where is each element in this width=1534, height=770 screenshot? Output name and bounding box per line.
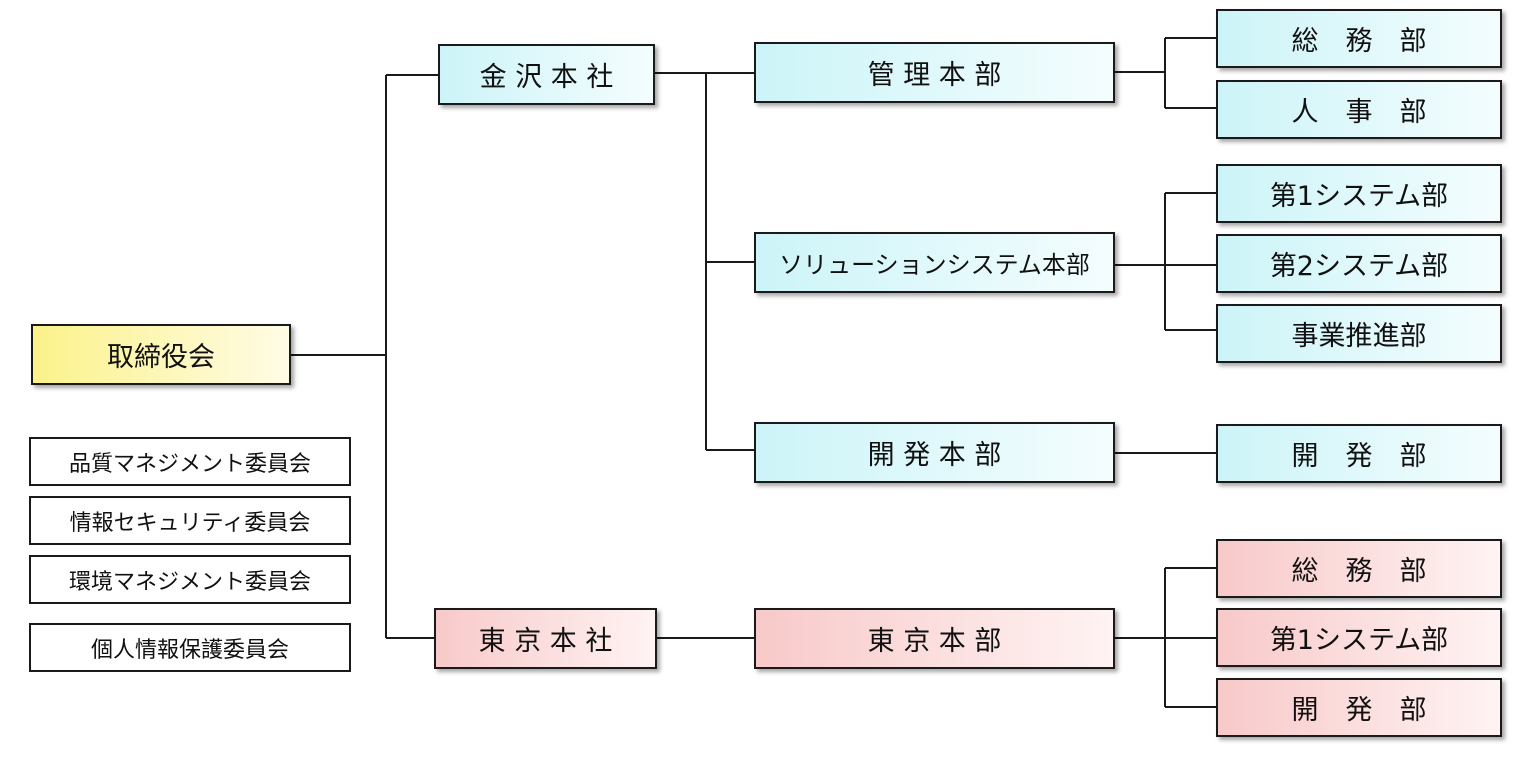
division-label: ソリューションシステム本部 [779,251,1090,279]
committee-box: 環境マネジメント委員会 [29,555,351,604]
department-box: 総 務 部 [1216,9,1502,68]
committee-label: 情報セキュリティ委員会 [69,510,311,536]
division-label: 東 京 本 部 [867,626,1002,657]
solution-division-box: ソリューションシステム本部 [754,232,1115,293]
department-label: 第2システム部 [1269,251,1449,282]
department-box: 総 務 部 [1216,539,1502,598]
department-label: 開 発 部 [1291,441,1427,472]
department-label: 第1システム部 [1269,625,1449,656]
department-label: 総 務 部 [1291,26,1427,57]
kanazawa-hq-box: 金 沢 本 社 [438,44,655,105]
kanazawa-hq-label: 金 沢 本 社 [479,62,614,93]
committee-box: 個人情報保護委員会 [29,623,351,672]
department-label: 総 務 部 [1291,556,1427,587]
committee-label: 環境マネジメント委員会 [68,569,311,595]
board-of-directors-box: 取締役会 [31,324,291,385]
tokyo-division-box: 東 京 本 部 [754,608,1115,669]
department-box: 事業推進部 [1216,304,1502,363]
department-box: 開 発 部 [1216,424,1502,483]
tokyo-hq-label: 東 京 本 社 [478,626,613,657]
department-label: 第1システム部 [1269,181,1449,212]
department-label: 事業推進部 [1291,321,1427,352]
department-label: 開 発 部 [1291,695,1427,726]
tokyo-hq-box: 東 京 本 社 [434,608,657,669]
department-box: 第2システム部 [1216,234,1502,293]
board-label: 取締役会 [107,342,215,373]
department-label: 人 事 部 [1291,97,1427,128]
committee-label: 品質マネジメント委員会 [68,451,311,477]
department-box: 第1システム部 [1216,608,1502,667]
division-label: 開 発 本 部 [867,440,1002,471]
department-box: 開 発 部 [1216,678,1502,737]
kaihatsu-division-box: 開 発 本 部 [754,422,1115,483]
department-box: 人 事 部 [1216,80,1502,139]
department-box: 第1システム部 [1216,164,1502,223]
committee-box: 情報セキュリティ委員会 [29,496,351,545]
division-label: 管 理 本 部 [867,60,1002,91]
committee-box: 品質マネジメント委員会 [29,437,351,486]
committee-label: 個人情報保護委員会 [90,637,289,663]
kanri-division-box: 管 理 本 部 [754,42,1115,103]
